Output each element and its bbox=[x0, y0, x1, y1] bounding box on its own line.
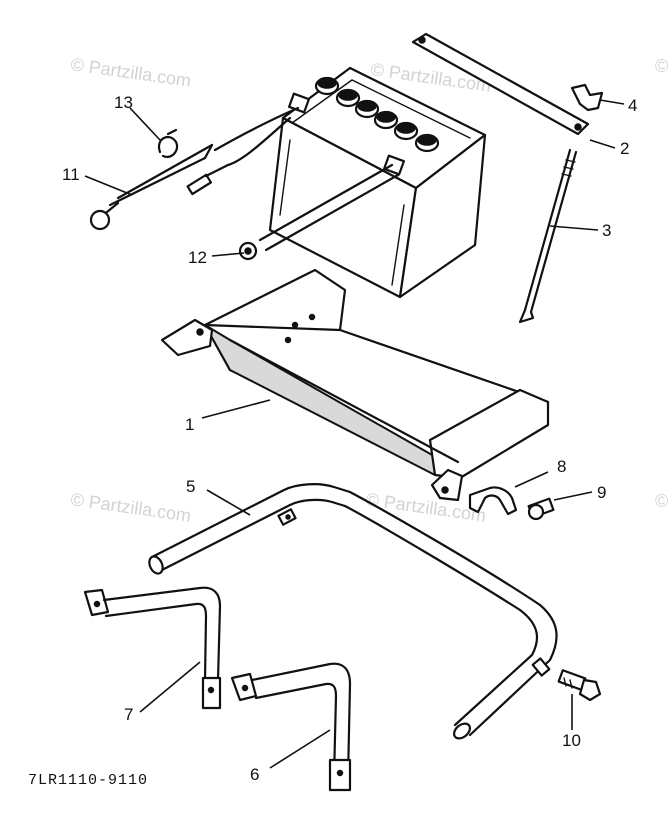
watermark-edge: © bbox=[655, 491, 668, 511]
callout-10[interactable]: 10 bbox=[562, 731, 581, 750]
mounting-stay-lower[interactable] bbox=[230, 662, 352, 792]
battery-cable-negative[interactable] bbox=[238, 163, 400, 261]
callouts: 1 2 3 4 5 6 7 8 9 10 11 12 13 bbox=[62, 93, 637, 784]
callout-7[interactable]: 7 bbox=[124, 705, 133, 724]
clamp[interactable] bbox=[468, 486, 518, 516]
battery-tray[interactable] bbox=[160, 268, 550, 502]
hold-down-bar[interactable] bbox=[411, 32, 590, 136]
bolt[interactable] bbox=[527, 497, 555, 521]
tubular-frame-bracket[interactable] bbox=[147, 483, 558, 741]
wing-nut[interactable] bbox=[570, 83, 604, 112]
callout-4[interactable]: 4 bbox=[628, 96, 637, 115]
callout-5[interactable]: 5 bbox=[186, 477, 195, 496]
battery[interactable] bbox=[268, 66, 487, 299]
battery-cable-positive[interactable] bbox=[89, 106, 300, 231]
cable-clip[interactable] bbox=[157, 128, 179, 158]
mounting-stay-upper[interactable] bbox=[83, 586, 222, 710]
watermark: © Partzilla.com bbox=[69, 489, 192, 526]
callout-12[interactable]: 12 bbox=[188, 248, 207, 267]
callout-6[interactable]: 6 bbox=[250, 765, 259, 784]
callout-13[interactable]: 13 bbox=[114, 93, 133, 112]
callout-11[interactable]: 11 bbox=[62, 165, 80, 184]
callout-2[interactable]: 2 bbox=[620, 139, 629, 158]
callout-1[interactable]: 1 bbox=[185, 415, 194, 434]
watermark: © Partzilla.com bbox=[69, 54, 192, 91]
leader-lines bbox=[84, 99, 625, 769]
hold-down-rod[interactable] bbox=[518, 148, 578, 324]
flange-bolt[interactable] bbox=[557, 669, 602, 702]
callout-8[interactable]: 8 bbox=[557, 457, 566, 476]
watermark-edge: © bbox=[655, 56, 668, 76]
callout-9[interactable]: 9 bbox=[597, 483, 606, 502]
diagram-code: 7LR1110-9110 bbox=[28, 772, 148, 789]
callout-3[interactable]: 3 bbox=[602, 221, 611, 240]
